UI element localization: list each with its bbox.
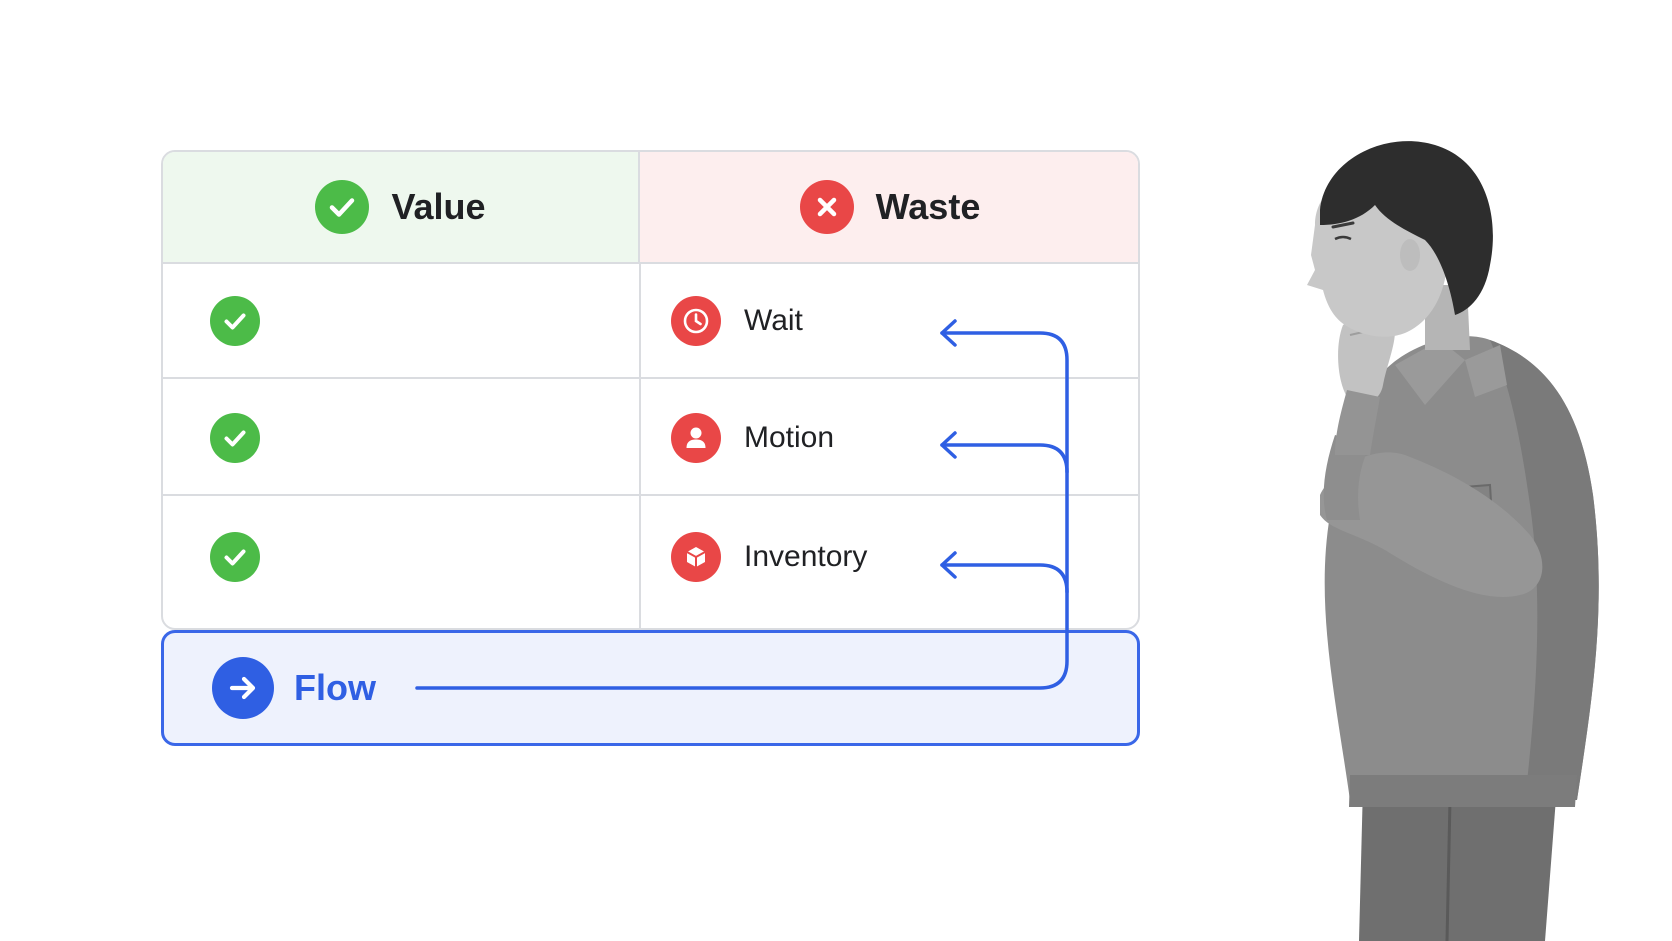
thinking-worker-photo <box>1275 135 1635 941</box>
flow-line <box>417 333 1067 688</box>
arrow-to-motion <box>942 445 1067 472</box>
arrow-to-inventory <box>942 565 1067 592</box>
